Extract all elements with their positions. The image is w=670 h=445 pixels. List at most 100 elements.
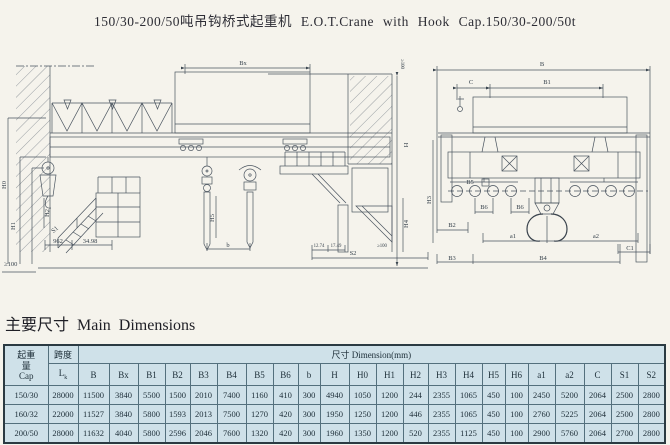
dimension-cell: 2355 bbox=[427, 423, 456, 444]
dimension-cell: 2700 bbox=[610, 423, 639, 444]
capacity-header-zh: 起重量 bbox=[17, 349, 36, 371]
column-header-h1: H1 bbox=[375, 363, 404, 386]
dimension-cell: 4040 bbox=[108, 423, 139, 444]
dimension-cell: 100 bbox=[504, 404, 529, 424]
capacity-header-en: Cap bbox=[19, 371, 34, 382]
dimension-cell: 2450 bbox=[527, 385, 556, 405]
dimension-cell: 300 bbox=[297, 385, 321, 405]
dim-label-s2: S2 bbox=[350, 250, 357, 257]
dimension-cell: 2800 bbox=[637, 423, 666, 444]
dimension-cell: 11500 bbox=[77, 385, 110, 405]
dimension-cell: 2500 bbox=[610, 385, 639, 405]
dimension-cell: 2010 bbox=[189, 385, 218, 405]
dimension-cell: 2064 bbox=[583, 404, 612, 424]
dimension-cell: 100 bbox=[504, 423, 529, 444]
dim-label-c: C bbox=[469, 79, 473, 86]
dim-label-b2: B2 bbox=[448, 222, 456, 229]
dimension-cell: 5800 bbox=[137, 423, 166, 444]
dim-label-1749: 17.49 bbox=[331, 244, 342, 249]
dimension-cell: 2800 bbox=[637, 404, 666, 424]
column-header-h4: H4 bbox=[454, 363, 483, 386]
dimension-cell: 2760 bbox=[527, 404, 556, 424]
dimension-cell: 1065 bbox=[454, 385, 483, 405]
span-symbol: Lk bbox=[47, 363, 79, 386]
dim-label-gte100-top: ≥100 bbox=[399, 59, 404, 69]
column-header-b4: B4 bbox=[216, 363, 247, 386]
dim-label-b6-2: B6 bbox=[516, 204, 524, 211]
capacity-cell: 160/32 bbox=[3, 404, 49, 424]
dimension-cell: 2064 bbox=[583, 423, 612, 444]
column-header-h0: H0 bbox=[348, 363, 377, 386]
section-heading-en: Main Dimensions bbox=[77, 317, 196, 334]
end-view-drawing: B C B1 bbox=[426, 61, 651, 264]
page-title: 150/30-200/50吨吊钩桥式起重机 E.O.T.Crane with H… bbox=[94, 14, 576, 29]
dimension-cell: 2013 bbox=[189, 404, 218, 424]
dim-label-gte100-right: ≥100 bbox=[377, 244, 387, 249]
column-header-h2: H2 bbox=[402, 363, 429, 386]
dimension-cell: 2064 bbox=[583, 385, 612, 405]
dimension-cell: 446 bbox=[402, 404, 429, 424]
column-header-h: H bbox=[319, 363, 350, 386]
span-cell: 28000 bbox=[47, 385, 79, 405]
dim-label-962: 962 bbox=[53, 238, 63, 245]
column-header-b2: B2 bbox=[164, 363, 191, 386]
dim-label-bx: Bx bbox=[239, 60, 247, 67]
column-header-b6: B6 bbox=[272, 363, 299, 386]
span-symbol-sub: k bbox=[64, 374, 68, 381]
dimension-cell: 1125 bbox=[454, 423, 483, 444]
dim-label-h2: H2 bbox=[44, 209, 51, 217]
dimension-cell: 1250 bbox=[348, 404, 377, 424]
dimension-cell: 450 bbox=[481, 385, 506, 405]
dim-label-3498: 34.98 bbox=[83, 238, 98, 245]
capacity-cell: 200/50 bbox=[3, 423, 49, 444]
dim-label-b1: B1 bbox=[543, 79, 551, 86]
dimension-cell: 2500 bbox=[610, 404, 639, 424]
dimension-cell: 1593 bbox=[164, 404, 191, 424]
column-header-h6: H6 bbox=[504, 363, 529, 386]
dimension-cell: 7400 bbox=[216, 385, 247, 405]
dimension-cell: 2355 bbox=[427, 404, 456, 424]
dim-label-b6-1: B6 bbox=[480, 204, 488, 211]
dimension-cell: 3840 bbox=[108, 404, 139, 424]
left-elevation-drawing: Bx ≥100 H H4 H5 b bbox=[1, 59, 429, 273]
dimension-cell: 1065 bbox=[454, 404, 483, 424]
dimension-cell: 2355 bbox=[427, 385, 456, 405]
dimension-cell: 420 bbox=[272, 404, 299, 424]
column-header-b: b bbox=[297, 363, 321, 386]
dimension-cell: 450 bbox=[481, 423, 506, 444]
dimension-cell: 11632 bbox=[77, 423, 110, 444]
capacity-header: 起重量 Cap bbox=[3, 344, 49, 386]
dimension-cell: 5500 bbox=[137, 385, 166, 405]
dim-label-b5: B5 bbox=[466, 179, 474, 186]
span-header: 跨度 bbox=[47, 344, 79, 364]
dimension-cell: 2800 bbox=[637, 385, 666, 405]
dimension-cell: 1500 bbox=[164, 385, 191, 405]
column-header-h5: H5 bbox=[481, 363, 506, 386]
capacity-cell: 150/30 bbox=[3, 385, 49, 405]
dim-label-h4: H4 bbox=[403, 219, 410, 228]
dim-label-c1: C1 bbox=[626, 245, 634, 252]
dimension-cell: 410 bbox=[272, 385, 299, 405]
dimension-cell: 1200 bbox=[375, 423, 404, 444]
dimension-cell: 300 bbox=[297, 404, 321, 424]
dimension-cell: 7500 bbox=[216, 404, 247, 424]
dimension-cell: 520 bbox=[402, 423, 429, 444]
dimension-cell: 4940 bbox=[319, 385, 350, 405]
dim-label-b4: B4 bbox=[539, 255, 547, 262]
dim-label-gte100-bottom: ≥100 bbox=[4, 261, 17, 268]
span-cell: 22000 bbox=[47, 404, 79, 424]
dimension-cell: 420 bbox=[272, 423, 299, 444]
dimension-cell: 1320 bbox=[245, 423, 274, 444]
dimension-cell: 1350 bbox=[348, 423, 377, 444]
dimension-cell: 1200 bbox=[375, 404, 404, 424]
span-cell: 28000 bbox=[47, 423, 79, 444]
dim-label-b3: B3 bbox=[448, 255, 456, 262]
dimension-cell: 2046 bbox=[189, 423, 218, 444]
dim-label-1274: 12.74 bbox=[314, 244, 325, 249]
span-symbol-main: L bbox=[58, 368, 65, 379]
column-header-b3: B3 bbox=[189, 363, 218, 386]
